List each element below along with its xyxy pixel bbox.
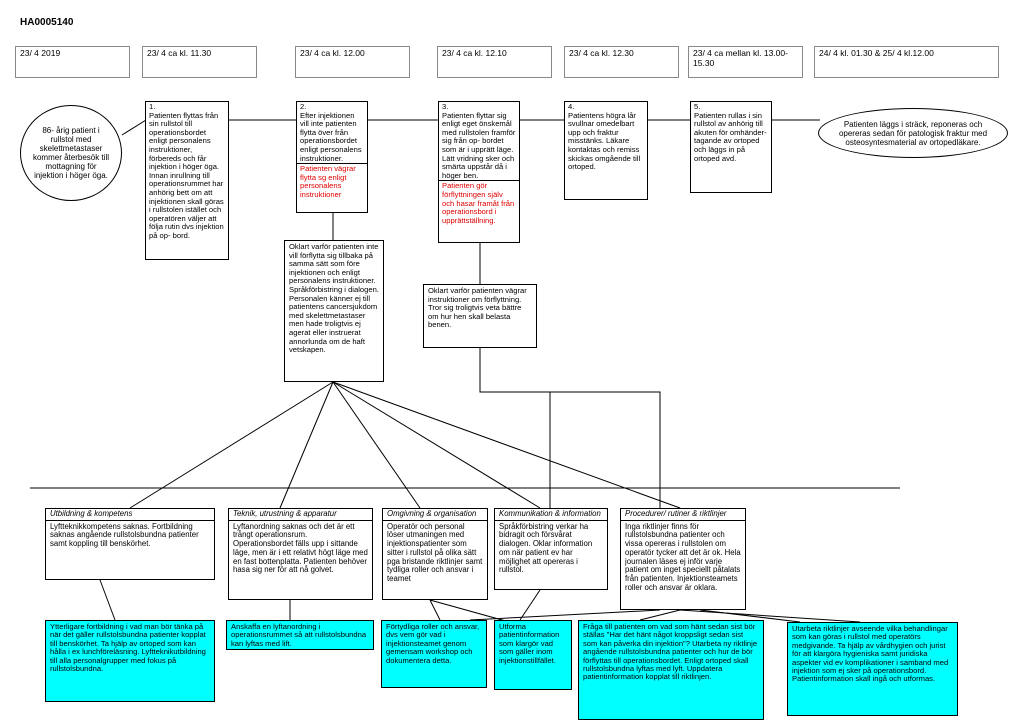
event-deviation-text: Patienten gör förflyttningen själv och h… [439,180,519,226]
timeline-cell: 23/ 4 ca kl. 12.30 [564,46,679,78]
action-box: Ytterligare fortbildning i vad man bör t… [45,620,215,702]
event-number: 4. [568,102,575,111]
event-box-2: 2. Efter injektionen vill inte patienten… [296,101,368,213]
event-box-5: 5. Patienten rullas i sin rullstol av an… [690,101,772,193]
action-box: Utforma patientinformation som klargör v… [494,620,572,690]
category-box-procedures: Procedurer/ rutiner & riktlinjer Inga ri… [620,508,746,610]
cause-box-2: Oklart varför patienten vägrar instrukti… [423,284,537,348]
timeline-cell: 23/ 4 ca kl. 11.30 [142,46,257,78]
action-box: Utarbeta riktlinjer avseende vilka behan… [787,622,958,716]
event-text: Patienten rullas i sin rullstol av anhör… [694,110,767,163]
timeline-cell: 24/ 4 kl. 01.30 & 25/ 4 kl.12.00 [814,46,999,78]
category-title: Omgivning & organisation [383,509,487,521]
timeline-cell: 23/ 4 ca mellan kl. 13.00- 15.30 [688,46,803,78]
start-event-oval: 86- årig patient i rullstol med skelettm… [20,105,122,201]
event-box-3: 3. Patienten flyttar sig enligt eget öns… [438,101,520,243]
category-title: Kommunikation & information [495,509,607,521]
action-box: Förtydliga roller och ansvar, dvs vem gö… [381,620,487,688]
category-title: Teknik, utrustning & apparatur [229,509,372,521]
timeline-cell: 23/ 4 2019 [15,46,130,78]
event-text: Patienten flyttar sig enligt eget önskem… [442,110,516,180]
event-number: 2. [300,102,307,111]
timeline-cell: 23/ 4 ca kl. 12.00 [295,46,410,78]
event-number: 3. [442,102,449,111]
event-text: Efter injektionen vill inte patienten fl… [300,110,362,163]
category-text: Operatör och personal löser utmaningen m… [387,521,483,583]
category-box-organisation: Omgivning & organisation Operatör och pe… [382,508,488,600]
event-number: 5. [694,102,701,111]
event-deviation-text: Patienten vägrar flytta sg enligt person… [297,163,367,200]
action-box: Anskaffa en lyftanordning i operationsru… [226,620,374,650]
cause-box-1: Oklart varför patienten inte vill förfly… [284,240,384,382]
category-title: Procedurer/ rutiner & riktlinjer [621,509,745,521]
category-title: Utbildning & kompetens [46,509,214,521]
action-box: Fråga till patienten om vad som hänt sed… [578,620,764,720]
category-box-technology: Teknik, utrustning & apparatur Lyftanord… [228,508,373,600]
category-box-communication: Kommunikation & information Språkförbist… [494,508,608,590]
category-text: Lyftanordning saknas och det är ett trån… [233,521,368,575]
timeline-cell: 23/ 4 ca kl. 12.10 [437,46,552,78]
category-text: Lyftteknikkompetens saknas. Fortbildning… [50,521,199,549]
category-box-education: Utbildning & kompetens Lyftteknikkompete… [45,508,215,580]
document-id: HA0005140 [20,17,74,28]
category-text: Inga riktlinjer finns för rullstolsbundn… [625,521,741,592]
event-text: Patientens högra lår svullnar omedelbart… [568,110,641,172]
event-number: 1. [149,102,156,111]
end-event-oval: Patienten läggs i sträck, reponeras och … [818,108,1008,158]
event-box-4: 4. Patientens högra lår svullnar omedelb… [564,101,648,200]
category-text: Språkförbistring verkar ha bidragit och … [499,521,593,575]
event-box-1: 1. Patienten flyttas från sin rullstol t… [145,101,229,260]
event-text: Patienten flyttas från sin rullstol till… [149,110,224,240]
